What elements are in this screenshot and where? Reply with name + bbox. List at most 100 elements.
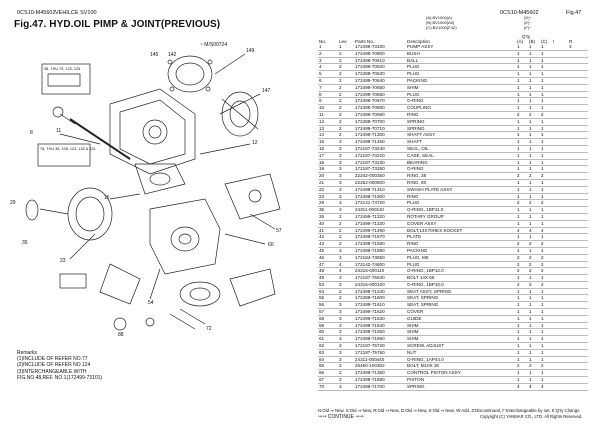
cell-qty-b: 2 — [529, 200, 532, 206]
cell-qty-c: 2 — [541, 281, 544, 287]
cell-lev: 3 — [339, 281, 342, 287]
cell-description: O-RING — [407, 98, 424, 104]
cell-description: RING — [407, 111, 419, 117]
cell-i — [552, 193, 568, 200]
cell-i — [552, 295, 568, 302]
cell-i — [552, 186, 568, 193]
cell-lev: 3 — [339, 329, 342, 335]
cell-i — [552, 200, 568, 207]
cell-r — [568, 329, 588, 336]
cell-lev: 2 — [339, 241, 342, 247]
cell-qty-a: 1 — [517, 322, 520, 328]
cell-qty-b: 1 — [529, 288, 532, 294]
svg-text:8: 8 — [30, 130, 33, 136]
cell-r: 3 — [569, 44, 572, 49]
cell-description: O-RING, 1BP12.0 — [407, 268, 444, 274]
cell-r — [568, 84, 588, 91]
cell-no: 20 — [319, 173, 325, 179]
cell-qty-a: 2 — [517, 241, 520, 247]
col-header-no: No. — [319, 38, 327, 44]
cell-qty-a: 1 — [517, 84, 520, 90]
cell-i — [552, 98, 568, 105]
cell-qty-c: 1 — [541, 145, 544, 151]
remarks-title: Remarks — [17, 350, 38, 356]
cell-qty-b: 1 — [529, 220, 532, 226]
cell-part-number: 172499-71590 — [355, 247, 385, 253]
cell-qty-c: 1 — [541, 234, 544, 240]
cell-part-number: 172499-70900 — [355, 50, 385, 56]
cell-r — [568, 315, 588, 322]
cell-i — [552, 132, 568, 139]
qty-header: Q'ty — [522, 34, 531, 39]
cell-description: GUIDE — [407, 315, 422, 321]
svg-text:60: 60 — [268, 242, 274, 248]
cell-i — [552, 241, 568, 248]
cell-qty-c: 1 — [541, 105, 544, 111]
cell-qty-a: 1 — [517, 71, 520, 77]
cell-qty-c: 1 — [541, 302, 544, 308]
remark-line: (1)INCLUDE OF REFER NO.77 — [17, 356, 88, 363]
cell-qty-a: 1 — [517, 213, 520, 219]
cell-qty-a: 2 — [517, 268, 520, 274]
cell-lev: 3 — [339, 247, 342, 253]
cell-qty-b: 1 — [529, 295, 532, 301]
cell-qty-a: 1 — [517, 91, 520, 97]
cell-qty-a: 1 — [517, 57, 520, 63]
cell-part-number: 172499-70690 — [355, 111, 385, 117]
cell-r — [568, 166, 588, 173]
cell-part-number: 24315-000100 — [355, 281, 385, 287]
cell-description: CONTROL PISTON ASSY — [407, 370, 461, 376]
cell-description: COVER ASSY — [407, 220, 437, 226]
cell-part-number: 172499-70650 — [355, 84, 385, 90]
cell-r — [568, 145, 588, 152]
cell-qty-b: 1 — [529, 98, 532, 104]
cell-qty-c: 2 — [541, 363, 544, 369]
model-code: 0CS10-M45602 — [17, 10, 56, 16]
cell-part-number: 172499-70710 — [355, 125, 385, 131]
cell-part-number: 172499-71500 — [355, 193, 385, 199]
cell-r — [568, 234, 588, 241]
remark-line: FIG.NO.48,REF. NO.1(172499-73101) — [17, 374, 103, 381]
cell-description: SEAT ASSY, SPRING — [407, 288, 452, 294]
serial-col-e: (E)~ — [524, 20, 532, 26]
cell-r — [568, 322, 588, 329]
cell-lev: 2 — [339, 213, 342, 219]
cell-lev: 3 — [339, 254, 342, 260]
svg-text:145: 145 — [150, 52, 159, 58]
figure-number: Fig.47 — [566, 10, 582, 16]
cell-no: 66 — [319, 370, 325, 376]
cell-description: BOLT,14X70HEX SOCKET — [407, 227, 463, 233]
cell-qty-a: 1 — [517, 356, 520, 362]
cell-i — [552, 315, 568, 322]
cell-qty-b: 1 — [529, 179, 532, 185]
cell-qty-b: 1 — [529, 77, 532, 83]
cell-description: PUMP ASSY — [407, 44, 434, 49]
cell-description: O-RING, 1AP44.0 — [407, 356, 444, 362]
cell-r — [568, 71, 588, 78]
cell-lev: 3 — [339, 200, 342, 206]
cell-qty-b: 1 — [529, 84, 532, 90]
cell-qty-a: 4 — [517, 227, 520, 233]
cell-description: SHIM — [407, 329, 419, 335]
cell-r — [568, 186, 588, 193]
cell-part-number: 22242-000350 — [355, 173, 385, 179]
cell-lev: 2 — [339, 111, 342, 117]
cell-no: 61 — [319, 336, 325, 342]
cell-lev: 3 — [339, 173, 342, 179]
cell-r — [568, 98, 588, 105]
change-legend: N:Old ⇒ New, S:Old ⇒ New, R:Old ⇒ New, D… — [318, 408, 580, 413]
cell-r — [568, 179, 588, 186]
cell-qty-c: 4 — [541, 383, 544, 389]
cell-r — [568, 132, 588, 139]
cell-lev: 2 — [339, 125, 342, 131]
cell-lev: 2 — [339, 220, 342, 226]
serial-c: (C):BV1000(F4Z) — [426, 25, 457, 31]
